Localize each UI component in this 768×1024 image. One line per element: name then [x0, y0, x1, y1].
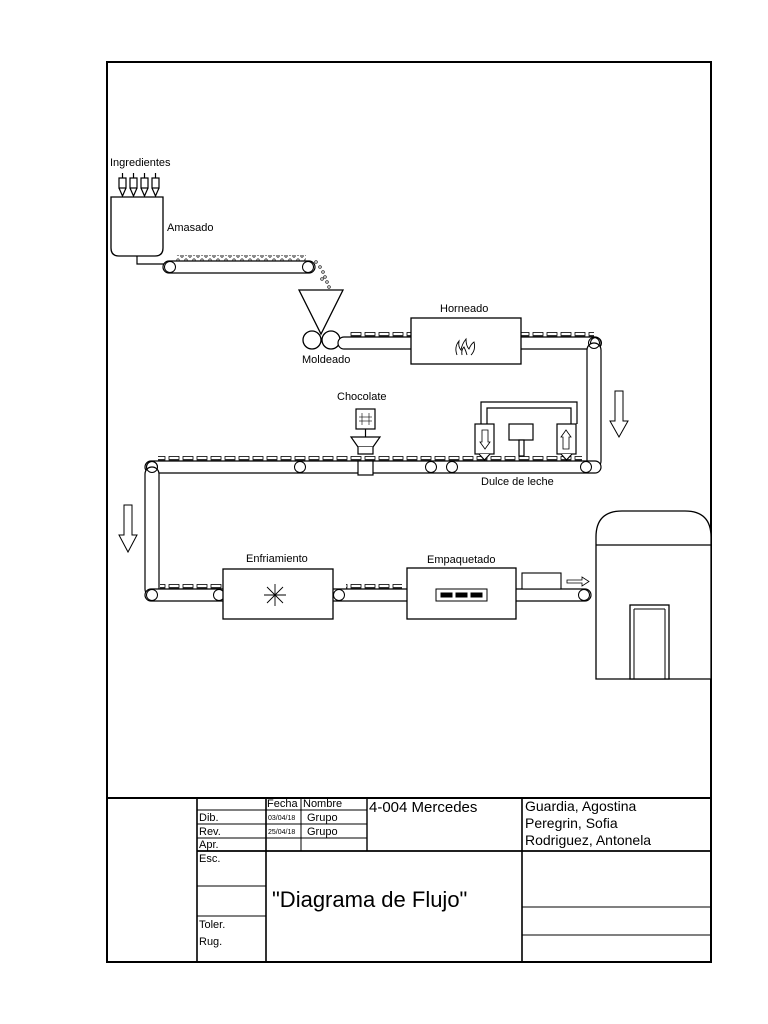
tb-toler: Toler. [199, 919, 225, 931]
tb-esc: Esc. [199, 853, 220, 865]
conveyor-amasado [162, 255, 316, 274]
tb-dib-nombre: Grupo [307, 812, 338, 824]
warehouse-door [629, 604, 670, 680]
flow-right-arrow [566, 576, 590, 587]
label-amasado: Amasado [167, 222, 213, 234]
molding-roller-left [302, 330, 322, 350]
molding-roller-right [321, 330, 341, 350]
flame-icon [455, 337, 476, 356]
flow-down-arrow-right [609, 390, 629, 439]
conveyor-vertical-left [144, 461, 160, 601]
molding-funnel [297, 289, 345, 336]
tb-fecha-header: Fecha [267, 798, 298, 810]
tb-drawing-title: "Diagrama de Flujo" [272, 887, 467, 912]
dulce-de-leche-injector [474, 401, 578, 461]
drawing-frame [106, 61, 712, 963]
ingredients-hoppers [118, 173, 160, 198]
tb-code: 4-004 Mercedes [369, 799, 477, 816]
label-horneado: Horneado [440, 303, 488, 315]
flow-down-arrow-left [118, 504, 138, 554]
tb-nombre-header: Nombre [303, 798, 342, 810]
label-ingredientes: Ingredientes [110, 157, 171, 169]
mixer-outlet-pipe [136, 256, 170, 265]
tb-apr: Apr. [199, 839, 219, 851]
label-enfriamiento: Enfriamiento [246, 553, 308, 565]
tb-rev-nombre: Grupo [307, 826, 338, 838]
package-icon [435, 588, 488, 602]
falling-dough [314, 260, 331, 289]
tb-rev-fecha: 25/04/18 [268, 829, 295, 836]
conveyor-vertical-right [586, 337, 602, 473]
tb-rug: Rug. [199, 936, 222, 948]
cooling-box [222, 568, 334, 620]
tb-rev: Rev. [199, 826, 221, 838]
label-dulce-de-leche: Dulce de leche [481, 476, 554, 488]
tb-dib: Dib. [199, 812, 219, 824]
label-chocolate: Chocolate [337, 391, 387, 403]
warehouse-building [595, 510, 712, 680]
snowflake-icon [264, 584, 286, 606]
packaged-product [521, 572, 562, 590]
tb-dib-fecha: 03/04/18 [268, 815, 295, 822]
label-empaquetado: Empaquetado [427, 554, 496, 566]
tb-author-1: Guardia, Agostina [525, 798, 637, 814]
tb-author-3: Rodriguez, Antonela [525, 832, 651, 848]
label-moldeado: Moldeado [302, 354, 350, 366]
mixer-tank [110, 196, 164, 257]
chocolate-dispenser [349, 408, 382, 476]
tb-author-2: Peregrin, Sofia [525, 815, 618, 831]
title-block [107, 797, 711, 962]
